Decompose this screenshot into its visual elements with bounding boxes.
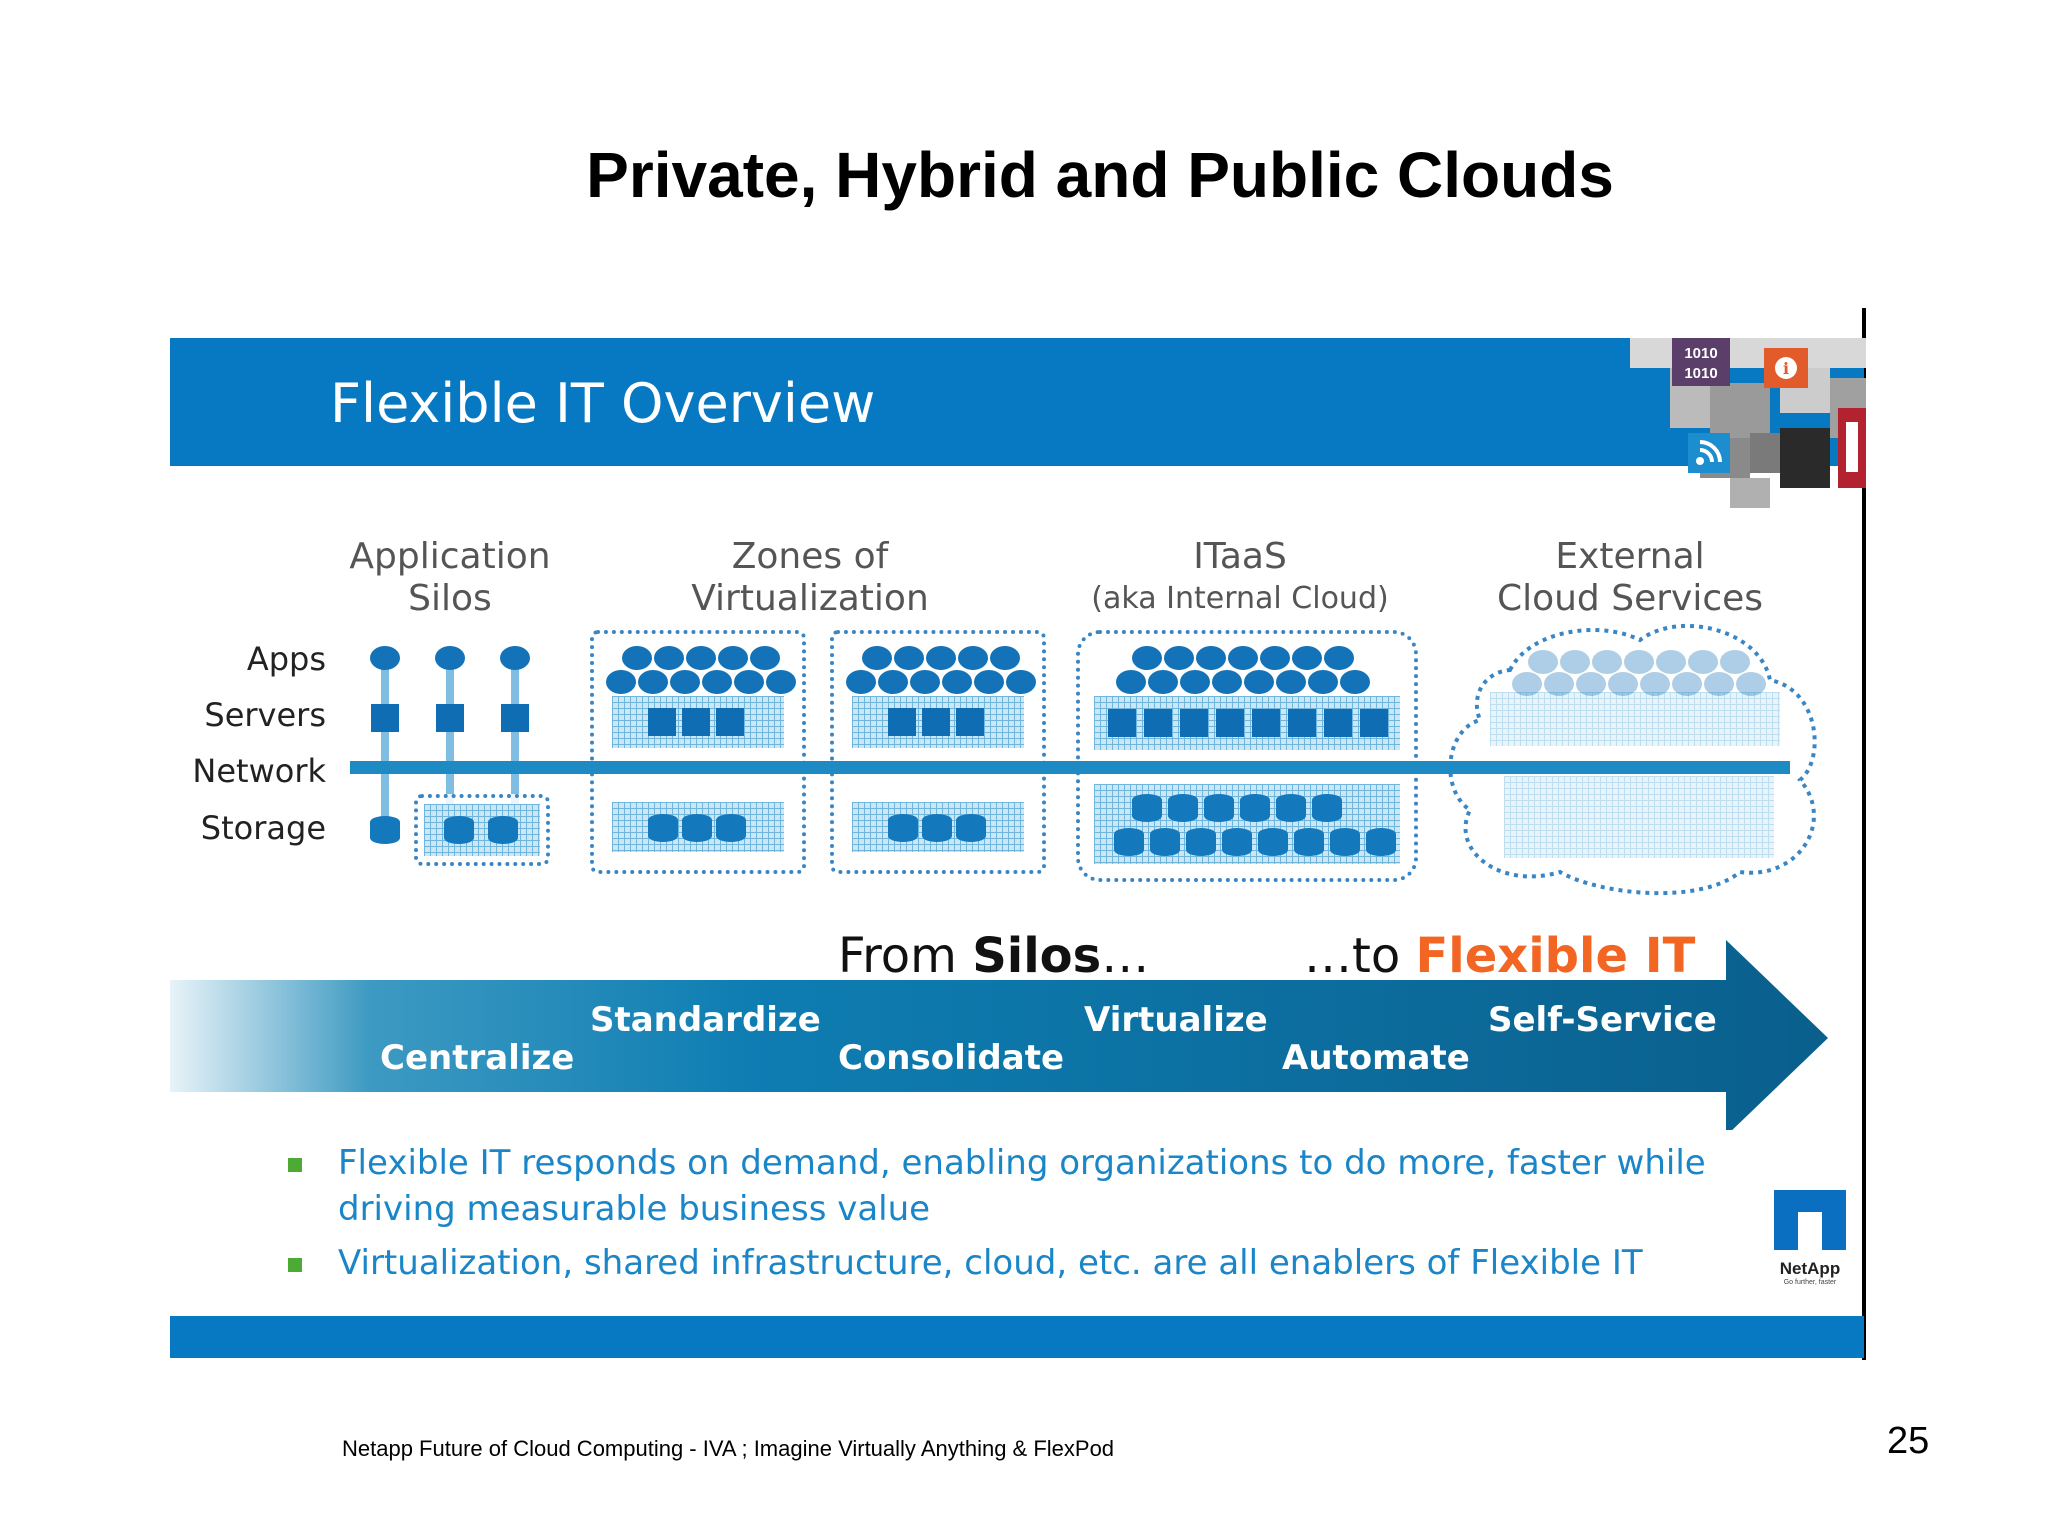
silo-app-3: [500, 646, 530, 670]
row-label-network: Network: [192, 752, 326, 790]
slide-title: Private, Hybrid and Public Clouds: [586, 139, 1614, 211]
external-cloud-outline: [1448, 624, 1817, 896]
step-virtualize: Virtualize: [1084, 1000, 1268, 1040]
silo-app-2: [435, 646, 465, 670]
column-head-application-silos: Application Silos: [349, 536, 551, 619]
row-label-storage: Storage: [200, 809, 326, 847]
silo-stem-1: [381, 660, 389, 830]
to-flexible-label: …to Flexible IT: [1304, 928, 1696, 984]
cube-cluster-icon: 1010 1010 i: [1630, 338, 1866, 508]
bullet-item-1: Flexible IT responds on demand, enabling…: [288, 1140, 1810, 1232]
binary-text-1: 1010: [1684, 345, 1717, 362]
panel-right-rule: [1862, 308, 1866, 1360]
silo-storage-zone: [414, 794, 550, 866]
silo-app-1: [370, 646, 400, 670]
column-head-zones: Zones of Virtualization: [691, 536, 929, 619]
virtualization-zone-2: [830, 630, 1046, 874]
bullet-item-2: Virtualization, shared infrastructure, c…: [288, 1240, 1810, 1286]
row-label-servers: Servers: [204, 696, 326, 734]
step-automate: Automate: [1282, 1038, 1470, 1078]
itaas-zone: [1076, 630, 1418, 882]
from-silos-label: From Silos…: [838, 928, 1150, 984]
netapp-n-icon: [1774, 1190, 1846, 1250]
logo-name: NetApp: [1779, 1259, 1841, 1278]
silo-stem-2: [446, 660, 454, 810]
slide-footer: Netapp Future of Cloud Computing - IVA ;…: [342, 1436, 1115, 1461]
virtualization-zone-1: [590, 630, 806, 874]
step-standardize: Standardize: [590, 1000, 821, 1040]
network-backbone: [350, 761, 1790, 774]
external-cloud-contents: [1480, 640, 1800, 870]
logo-tagline: Go further, faster: [1783, 1279, 1837, 1286]
silo-server-1: [371, 704, 399, 732]
progression-arrow: [170, 940, 1828, 1130]
netapp-logo: NetApp Go further, faster: [1762, 1190, 1858, 1286]
silo-stem-3: [511, 660, 519, 810]
silo-server-2: [436, 704, 464, 732]
step-consolidate: Consolidate: [838, 1038, 1065, 1078]
bullet-square-icon: [288, 1258, 302, 1272]
column-head-itaas: ITaaS (aka Internal Cloud): [1091, 536, 1389, 616]
silo-storage-1: [370, 816, 400, 844]
page-number: 25: [1887, 1420, 1930, 1462]
silo-server-3: [501, 704, 529, 732]
column-head-external: External Cloud Services: [1496, 536, 1764, 619]
step-self-service: Self-Service: [1488, 1000, 1717, 1040]
bullet-square-icon: [288, 1158, 302, 1172]
binary-text-2: 1010: [1684, 365, 1717, 382]
row-label-apps: Apps: [246, 640, 326, 678]
header-title: Flexible IT Overview: [330, 372, 876, 435]
svg-text:i: i: [1783, 359, 1789, 378]
step-centralize: Centralize: [380, 1038, 575, 1078]
bottom-band: [170, 1316, 1864, 1358]
header-band: [170, 338, 1864, 466]
